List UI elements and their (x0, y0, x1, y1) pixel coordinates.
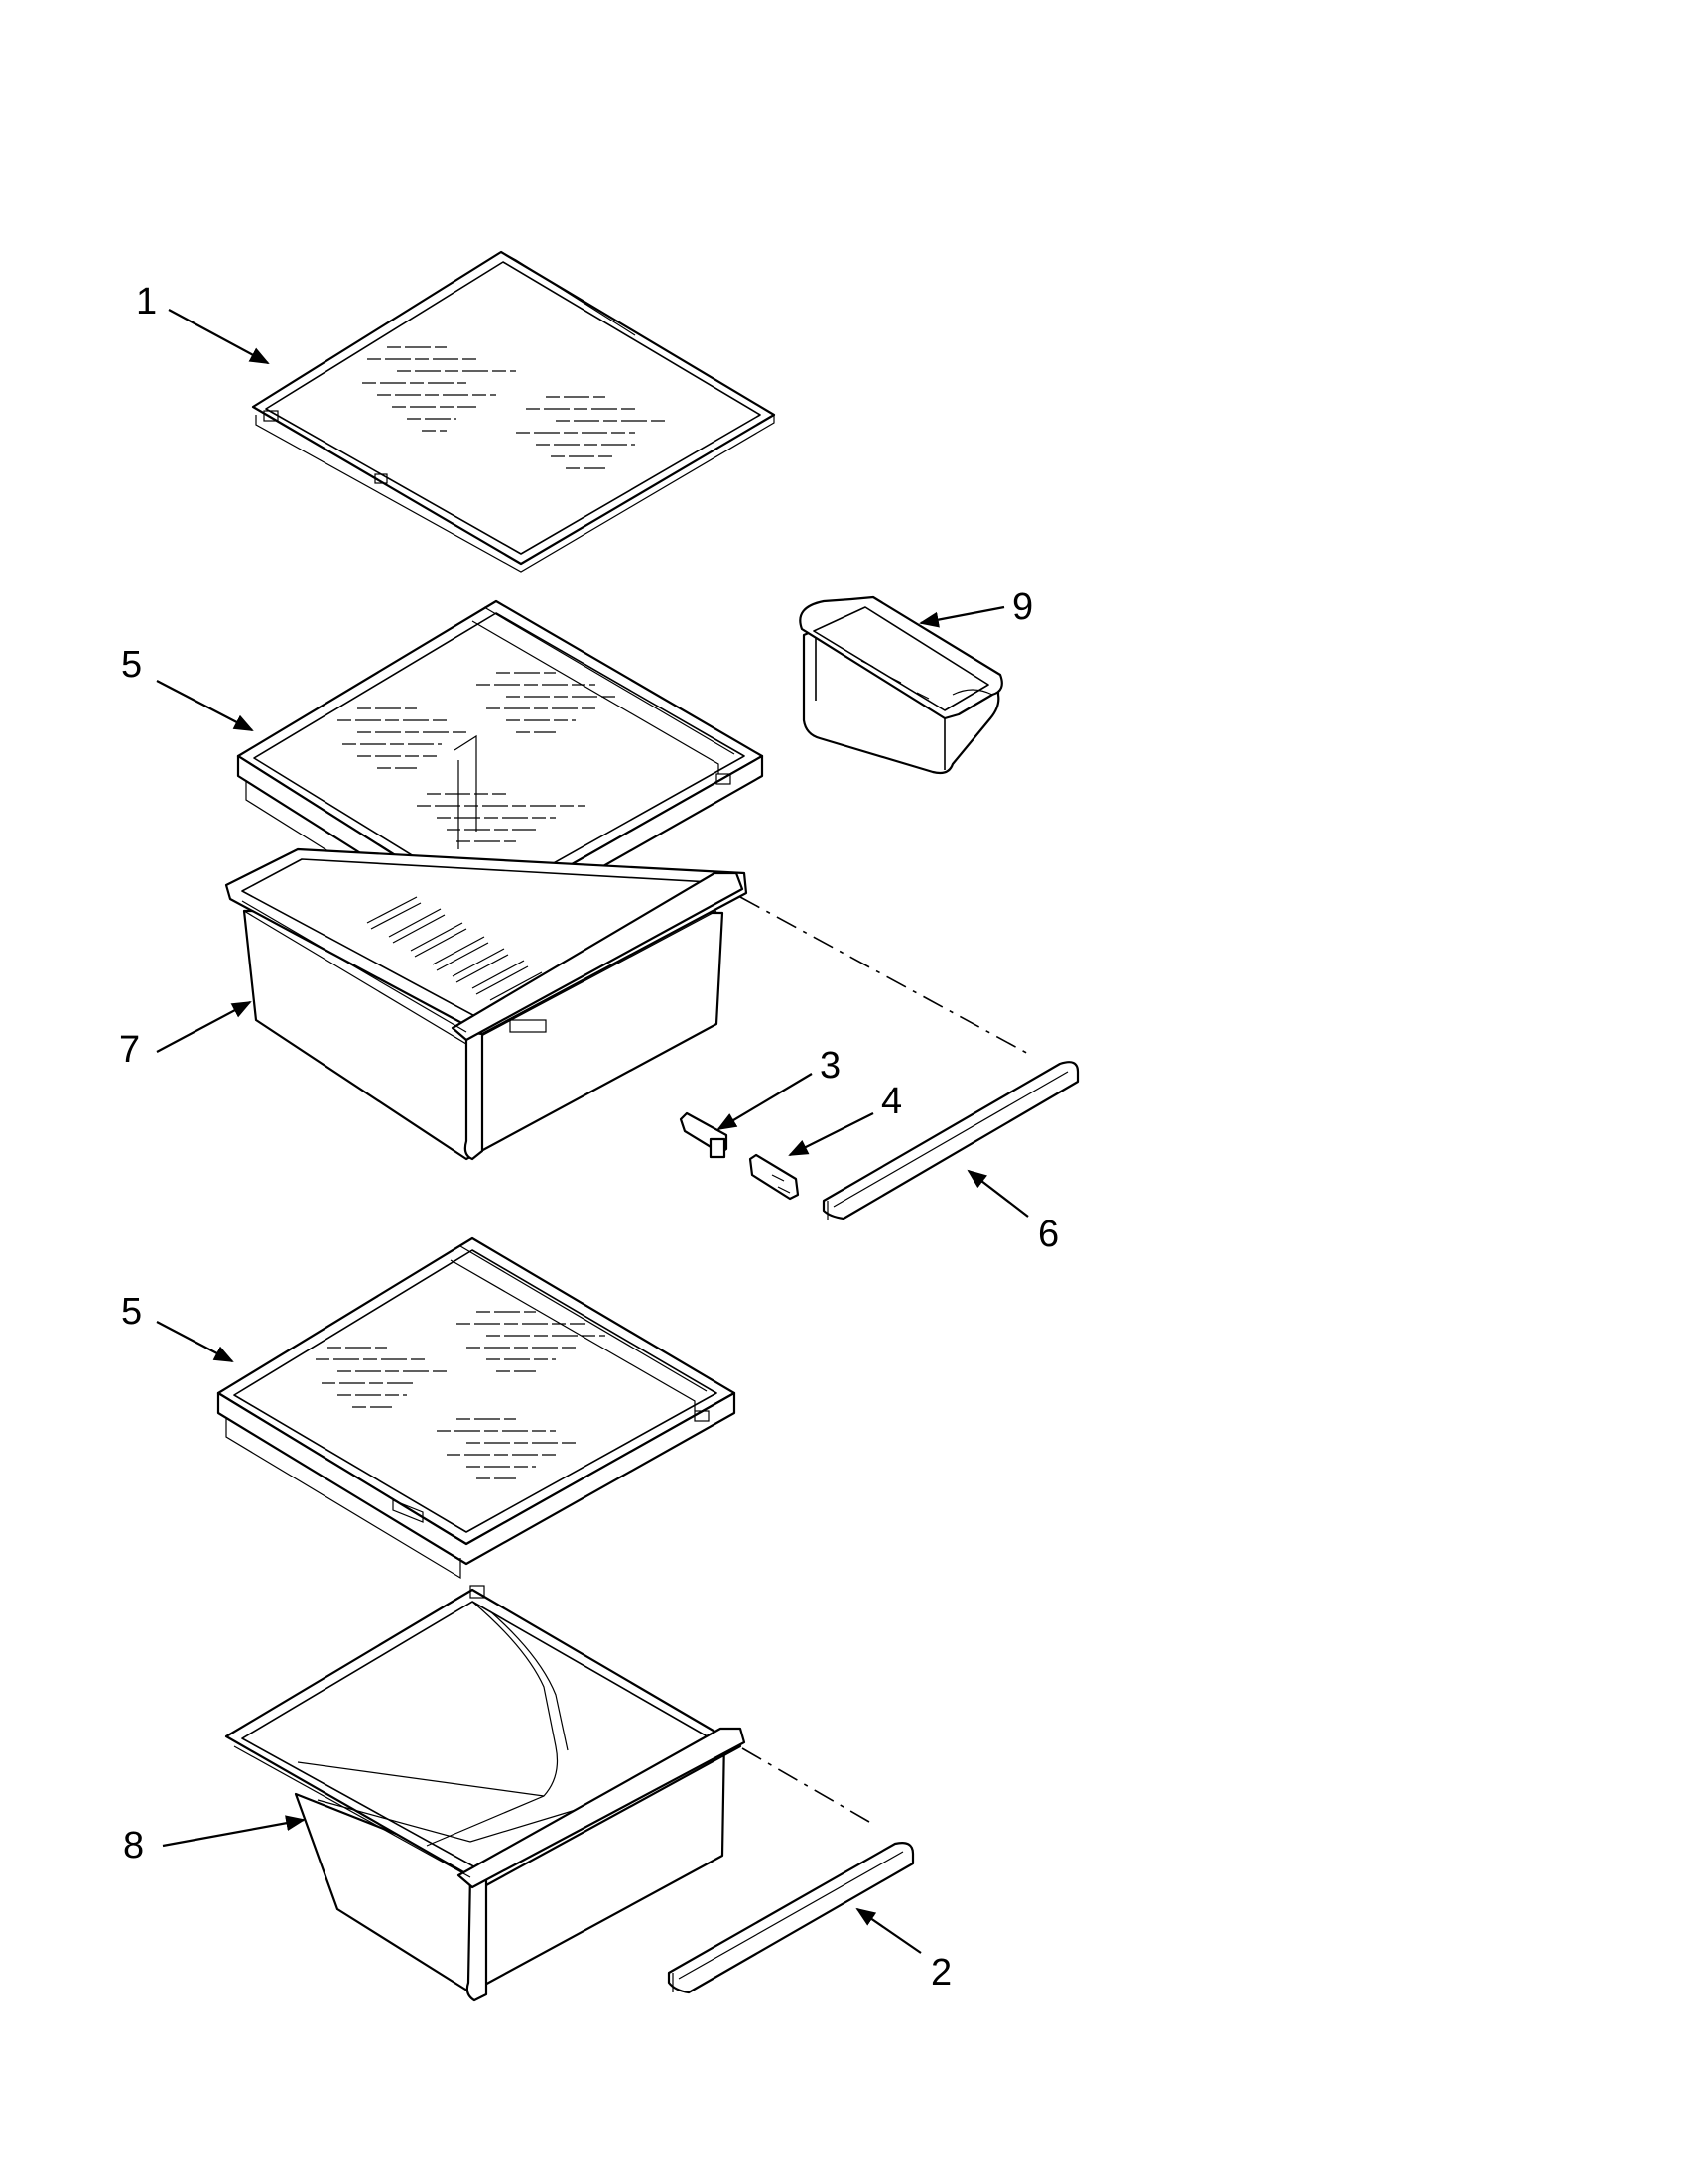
clip-part-3[interactable] (679, 1111, 728, 1159)
callout-2: 2 (855, 1907, 952, 1993)
crisper-cover-part-5-lower[interactable] (216, 1236, 736, 1580)
callout-1: 1 (136, 281, 270, 364)
callout-4: 4 (788, 1081, 902, 1156)
callout-8: 8 (123, 1815, 306, 1866)
clip-part-4[interactable] (748, 1153, 800, 1201)
callout-label-5-upper: 5 (121, 644, 142, 686)
crisper-drawer-part-7[interactable] (224, 847, 748, 1161)
callout-label-6: 6 (1038, 1214, 1059, 1255)
callout-label-8: 8 (123, 1825, 144, 1866)
crisper-drawer-part-8[interactable] (224, 1585, 746, 2002)
callout-5-lower: 5 (121, 1291, 234, 1362)
callout-9: 9 (919, 586, 1033, 628)
callout-label-7: 7 (119, 1029, 140, 1071)
callout-label-1: 1 (136, 281, 157, 322)
drawer-trim-part-2[interactable] (667, 1842, 915, 1994)
callout-5-upper: 5 (121, 644, 254, 731)
callout-7: 7 (119, 1001, 252, 1071)
alignment-line-part-2 (741, 1747, 870, 1823)
callout-label-5-lower: 5 (121, 1291, 142, 1333)
callout-label-9: 9 (1012, 586, 1033, 628)
storage-bin-part-9[interactable] (799, 595, 1003, 775)
callout-label-3: 3 (820, 1045, 841, 1087)
callout-3: 3 (716, 1045, 841, 1131)
drawer-trim-part-6[interactable] (822, 1061, 1080, 1220)
callout-label-4: 4 (881, 1081, 902, 1122)
glass-shelf-part-1[interactable] (251, 250, 776, 573)
callout-label-2: 2 (931, 1952, 952, 1993)
alignment-line-part-6 (739, 896, 1033, 1057)
callout-6: 6 (967, 1169, 1059, 1255)
